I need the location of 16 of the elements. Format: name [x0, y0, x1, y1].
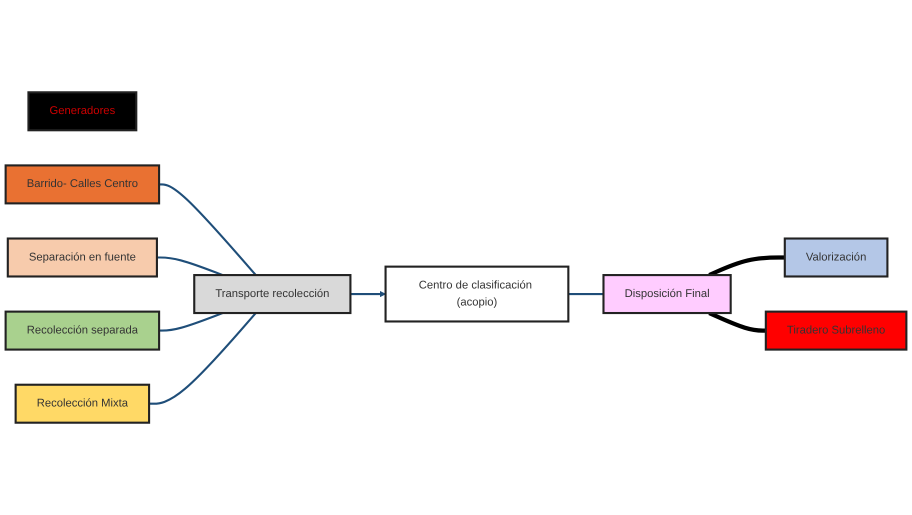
node-box: Centro de clasificación (acopio) [384, 266, 570, 323]
node-box: Barrido- Calles Centro [4, 164, 160, 204]
node-box: Valorización [784, 237, 888, 278]
connector [156, 256, 224, 276]
arrow [350, 290, 386, 298]
node-box: Disposición Final [602, 274, 732, 314]
node-box: Recolección Mixta [14, 384, 150, 424]
connector [568, 293, 604, 296]
node-box: Separación en fuente [6, 237, 158, 278]
node-box: Recolección separada [4, 310, 160, 351]
connector [159, 312, 224, 332]
connector [149, 312, 257, 405]
node-box: Transporte recolección [193, 274, 352, 314]
connector [159, 183, 257, 276]
node-box: Generadores [27, 91, 138, 132]
node-box: Tiradero Subrelleno [764, 310, 908, 351]
